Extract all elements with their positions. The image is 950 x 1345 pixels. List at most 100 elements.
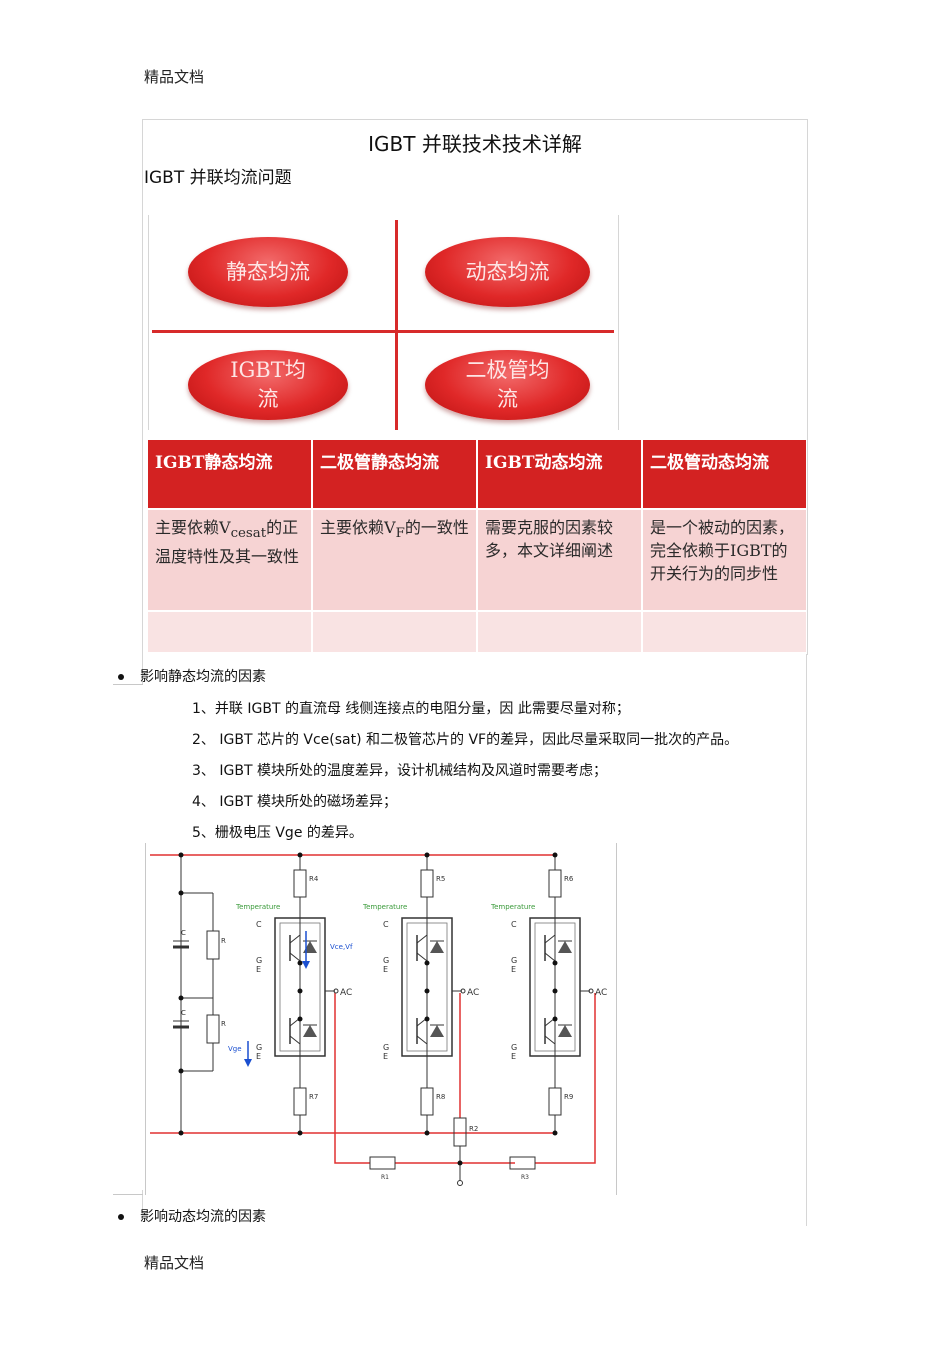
ellipse-static-balance: 静态均流 [188,237,348,307]
balance-table: IGBT静态均流 主要依赖Vcesat的正温度特性及其一致性 二极管静态均流 主… [148,440,806,652]
cell-subscript: F [395,526,405,542]
bullet-icon [118,674,124,680]
diode-symbol [558,941,572,953]
igbt-symbol [544,1035,556,1045]
bullet-rule [113,684,143,685]
section-subtitle: IGBT 并联均流问题 [144,168,292,188]
r2-label: R2 [469,1125,478,1133]
table-header-cell: IGBT静态均流 [148,440,311,508]
table-header-cell: 二极管静态均流 [313,440,476,508]
pin-c-label: C [511,920,517,929]
vce-label: Vce,Vf [330,943,353,951]
bullet-static-factors: 影响静态均流的因素 [118,666,266,686]
junction-dot [297,988,303,994]
resistor-bottom [548,1087,562,1116]
table-empty-cell [478,612,641,652]
frame-left-edge-2 [142,1190,143,1210]
junction-dot [424,988,430,994]
pin-e-label: E [256,1052,261,1061]
junction-dot [552,988,558,994]
ellipse-dynamic-balance: 动态均流 [425,237,590,307]
pin-e-label: E [256,965,261,974]
diagram-cross-vertical [395,220,398,430]
pin-g-label: G [256,1043,262,1052]
pin-c-label: C [383,920,389,929]
vge-arrowhead-icon [244,1059,252,1067]
bullet-text: 影响静态均流的因素 [140,669,266,685]
diode-symbol [558,1025,572,1037]
list-item: 2、 IGBT 芯片的 Vce(sat) 和二极管芯片的 VF的差异，因此尽量采… [192,732,739,748]
table-column: IGBT静态均流 主要依赖Vcesat的正温度特性及其一致性 [148,440,311,652]
table-column: 二极管静态均流 主要依赖VF的一致性 [313,440,476,652]
igbt-symbol [289,934,301,944]
igbt-symbol [416,1035,428,1045]
igbt-symbol [289,952,301,962]
page-title: IGBT 并联技术技术详解 [368,132,582,156]
pin-g-label: G [256,956,262,965]
ac-terminal [333,988,339,994]
junction-dot [424,852,430,858]
resistor-top [548,869,562,898]
table-empty-cell [148,612,311,652]
cell-text: 需要克服的因素较多，本文详细阐述 [485,518,614,560]
pin-e-label: E [383,965,388,974]
junction-dot [424,1016,430,1022]
vce-arrowhead-icon [302,961,310,969]
junction-dot [297,1130,303,1136]
cell-text: 主要依赖V [320,518,396,537]
pin-g-label: G [383,1043,389,1052]
diode-symbol [430,1025,444,1037]
pin-g-label: G [383,956,389,965]
junction-dot [552,960,558,966]
pin-g-label: G [511,956,517,965]
table-header-cell: 二极管动态均流 [643,440,806,508]
vge-label: Vge [228,1045,242,1053]
igbt-symbol [416,952,428,962]
page-header: 精品文档 [144,68,205,86]
bullet-icon [118,1214,124,1220]
table-cell: 主要依赖Vcesat的正温度特性及其一致性 [148,510,311,610]
igbt-symbol [544,952,556,962]
cap-label: C [181,929,186,937]
page-footer: 精品文档 [144,1254,205,1272]
resistor-label: R5 [436,875,445,883]
pin-g-label: G [511,1043,517,1052]
parallel-igbt-circuit: C R C R R4TemperatureCGEGEACR7R5Temperat… [145,843,617,1195]
resistor-label: R7 [309,1093,318,1101]
balance-diagram: 静态均流 动态均流 IGBT均 流 二极管均 流 [148,215,619,430]
r3-label: R3 [521,1174,529,1181]
temperature-label: Temperature [362,903,407,911]
pin-e-label: E [383,1052,388,1061]
junction-dot [424,960,430,966]
pin-e-label: E [511,965,516,974]
r-label: R [221,937,226,945]
cell-text: 主要依赖V [155,518,231,537]
diode-symbol [303,1025,317,1037]
junction-dot [552,1130,558,1136]
ac-terminal [460,988,466,994]
igbt-symbol [416,934,428,944]
resistor-label: R9 [564,1093,573,1101]
r-label: R [221,1020,226,1028]
list-item: 5、栅极电压 Vge 的差异。 [192,825,363,841]
cell-text: 是一个被动的因素，完全依赖于IGBT的开关行为的同步性 [650,518,795,583]
cap-label: C [181,1009,186,1017]
resistor-bottom [420,1087,434,1116]
list-item: 4、 IGBT 模块所处的磁场差异； [192,794,397,810]
list-item: 1、并联 IGBT 的直流母 线侧连接点的电阻分量，因 此需要尽量对称； [192,701,630,717]
table-cell: 是一个被动的因素，完全依赖于IGBT的开关行为的同步性 [643,510,806,610]
junction-dot [297,852,303,858]
cell-text: 的一致性 [404,518,469,537]
diode-symbol [430,941,444,953]
bullet-text: 影响动态均流的因素 [140,1209,266,1225]
junction-dot [552,852,558,858]
diagram-border-right [618,215,619,430]
bullet-dynamic-factors: 影响动态均流的因素 [118,1206,266,1226]
ac-label: AC [340,988,352,998]
table-empty-cell [643,612,806,652]
junction-dot [297,960,303,966]
junction-dot [552,1016,558,1022]
temperature-label: Temperature [490,903,535,911]
temperature-label: Temperature [235,903,280,911]
table-cell: 主要依赖VF的一致性 [313,510,476,610]
